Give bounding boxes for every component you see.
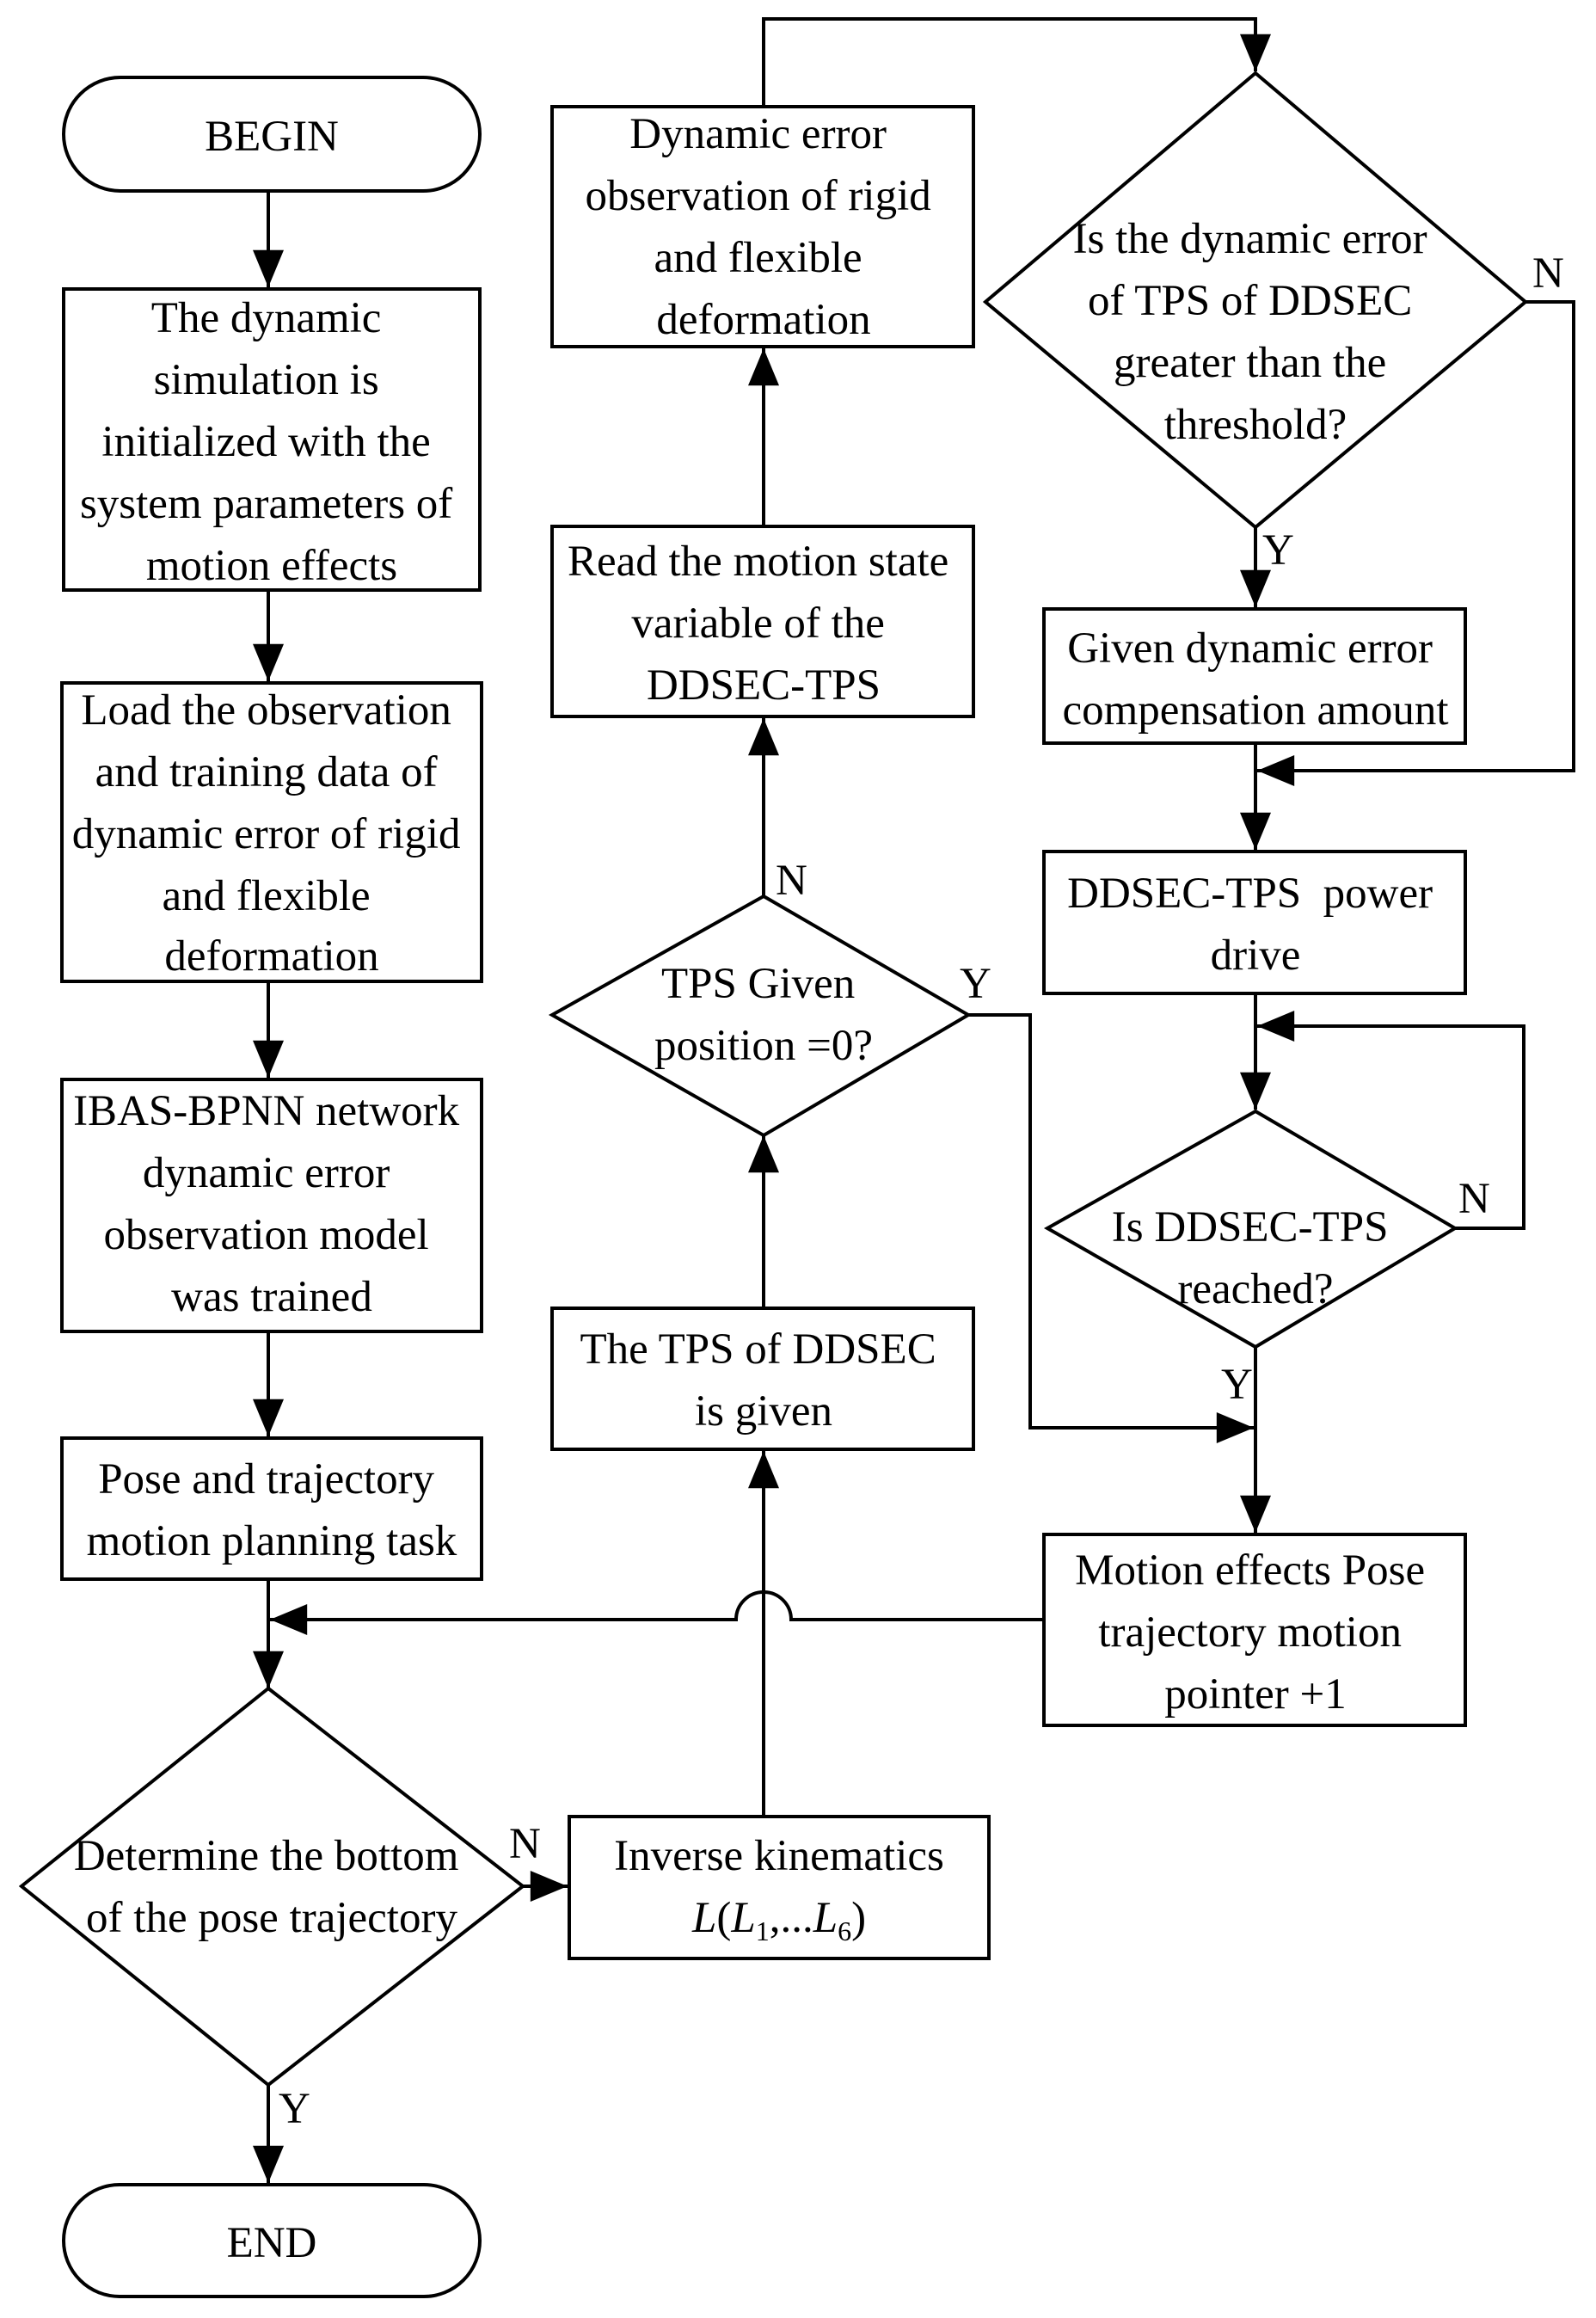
init-text: The dynamic simulation is initialized wi… — [80, 294, 463, 590]
arrow-tps-zero-yes-to-pointer — [968, 1013, 1255, 1443]
observe-text: Dynamic error observation of rigid and f… — [586, 110, 942, 344]
node-compensation: Given dynamic error compensation amount — [1042, 607, 1467, 745]
reached-text: Is DDSEC-TPS reached? — [1112, 1203, 1399, 1313]
node-read-state: Read the motion state variable of the DD… — [550, 525, 975, 718]
node-train: IBAS-BPNN network dynamic error observat… — [60, 1078, 483, 1333]
compensation-text: Given dynamic error compensation amount — [1063, 624, 1449, 735]
node-inverse: Inverse kinematics L(L1,...L6) — [568, 1815, 991, 1960]
pose-task-box — [60, 1436, 483, 1581]
pose-task-text: Pose and trajectory motion planning task — [87, 1455, 457, 1565]
determine-text: Determine the bottom of the pose traject… — [74, 1832, 470, 1942]
node-power: DDSEC-TPS power drive — [1042, 850, 1467, 995]
end-terminal — [62, 2183, 482, 2298]
label-reached-no: N — [1458, 1175, 1490, 1223]
inverse-formula: L(L1,...L6) — [691, 1894, 866, 1946]
node-tps-given: The TPS of DDSEC is given — [550, 1307, 975, 1451]
node-threshold: Is the dynamic error of TPS of DDSEC gre… — [982, 71, 1529, 530]
arrow-threshold-no-to-power — [1256, 300, 1575, 786]
node-end: END — [62, 2183, 482, 2298]
node-init: The dynamic simulation is initialized wi… — [62, 287, 482, 592]
node-pointer: Motion effects Pose trajectory motion po… — [1042, 1533, 1467, 1727]
label-determine-no: N — [509, 1820, 541, 1868]
end-text: END — [227, 2219, 317, 2267]
tps-given-text: The TPS of DDSEC is given — [580, 1325, 948, 1436]
train-text: IBAS-BPNN network dynamic error observat… — [73, 1087, 470, 1321]
label-threshold-yes: Y — [1262, 526, 1294, 575]
pointer-box — [1042, 1533, 1467, 1727]
load-box — [60, 681, 483, 983]
begin-terminal — [62, 76, 482, 193]
begin-text: BEGIN — [205, 113, 339, 161]
load-text: Load the observation and training data o… — [72, 686, 472, 981]
node-begin: BEGIN — [62, 76, 482, 193]
arrow-reached-no-loop — [1256, 1011, 1525, 1230]
label-tps-zero-yes: Y — [960, 960, 991, 1008]
arrow-observe-to-threshold — [762, 17, 1271, 107]
threshold-diamond — [982, 71, 1529, 530]
label-threshold-no: N — [1532, 249, 1564, 298]
node-pose-task: Pose and trajectory motion planning task — [60, 1436, 483, 1581]
branch-labels: N Y N Y N Y N Y — [279, 249, 1564, 2133]
tps-zero-text: TPS Given position =0? — [654, 960, 873, 1070]
power-box — [1042, 850, 1467, 995]
label-determine-yes: Y — [279, 2085, 310, 2133]
compensation-box — [1042, 607, 1467, 745]
power-text: DDSEC-TPS power drive — [1067, 870, 1444, 980]
arrow-pointer-to-determine — [270, 1590, 1044, 1635]
read-state-text: Read the motion state variable of the DD… — [568, 538, 960, 710]
label-tps-zero-no: N — [776, 857, 807, 905]
tps-given-box — [550, 1307, 975, 1451]
label-reached-yes: Y — [1221, 1361, 1253, 1409]
node-determine: Determine the bottom of the pose traject… — [18, 1686, 526, 2087]
node-reached: Is DDSEC-TPS reached? — [1043, 1109, 1458, 1350]
train-box — [60, 1078, 483, 1333]
reached-diamond — [1043, 1109, 1458, 1350]
pointer-text: Motion effects Pose trajectory motion po… — [1075, 1546, 1436, 1719]
tps-zero-diamond — [548, 894, 972, 1138]
node-load: Load the observation and training data o… — [60, 681, 483, 983]
node-tps-zero: TPS Given position =0? — [548, 894, 972, 1138]
init-box — [62, 287, 482, 592]
read-state-box — [550, 525, 975, 718]
inverse-text-line1: Inverse kinematics — [614, 1832, 944, 1880]
threshold-text: Is the dynamic error of TPS of DDSEC gre… — [1073, 215, 1439, 449]
connectors — [253, 17, 1575, 2183]
observe-box — [550, 105, 975, 348]
node-observe: Dynamic error observation of rigid and f… — [550, 105, 975, 348]
inverse-box — [568, 1815, 991, 1960]
determine-diamond — [18, 1686, 526, 2087]
